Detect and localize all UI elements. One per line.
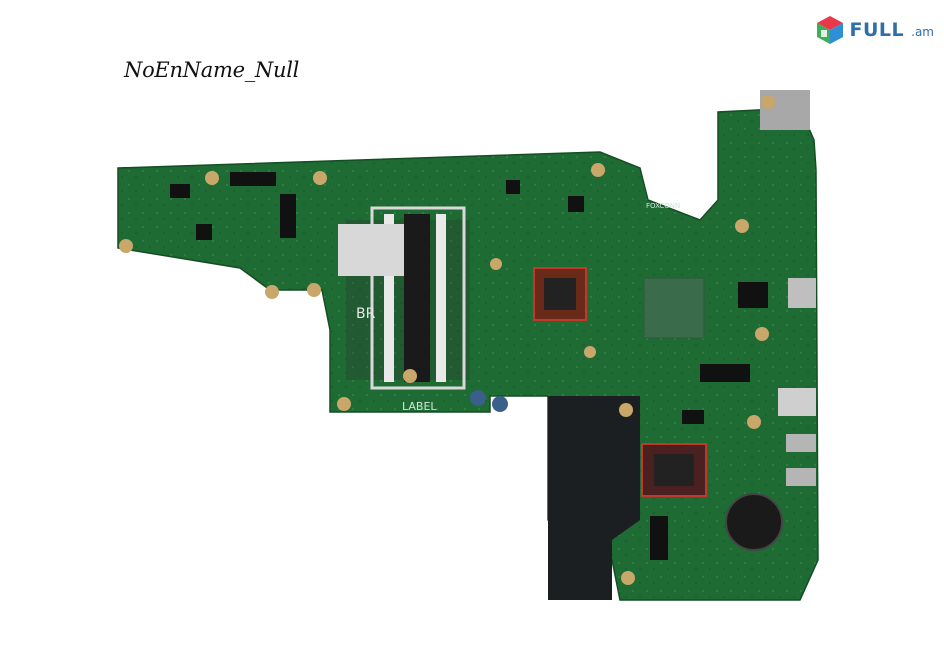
- shield-plate: [548, 396, 640, 600]
- gpu-chip: [643, 277, 705, 339]
- mounting-holes: [119, 95, 775, 585]
- audio-jack-2: [786, 468, 816, 486]
- ethernet-port: [788, 278, 816, 308]
- br-sticker: [338, 224, 404, 276]
- usb-port: [778, 388, 816, 416]
- br-label: BR: [356, 306, 376, 322]
- store-cube-icon: [816, 16, 843, 44]
- brand-logo-block[interactable]: FULL .am: [814, 14, 934, 46]
- label-silkscreen: LABEL: [402, 400, 437, 413]
- brand-tld: .am: [911, 25, 934, 39]
- foxconn-silkscreen: FOXCONN: [646, 202, 680, 210]
- brand-name: FULL: [849, 19, 905, 41]
- cmos-battery: [725, 493, 783, 551]
- audio-jack-1: [786, 434, 816, 452]
- watermark-text: NoEnName_Null: [124, 58, 300, 82]
